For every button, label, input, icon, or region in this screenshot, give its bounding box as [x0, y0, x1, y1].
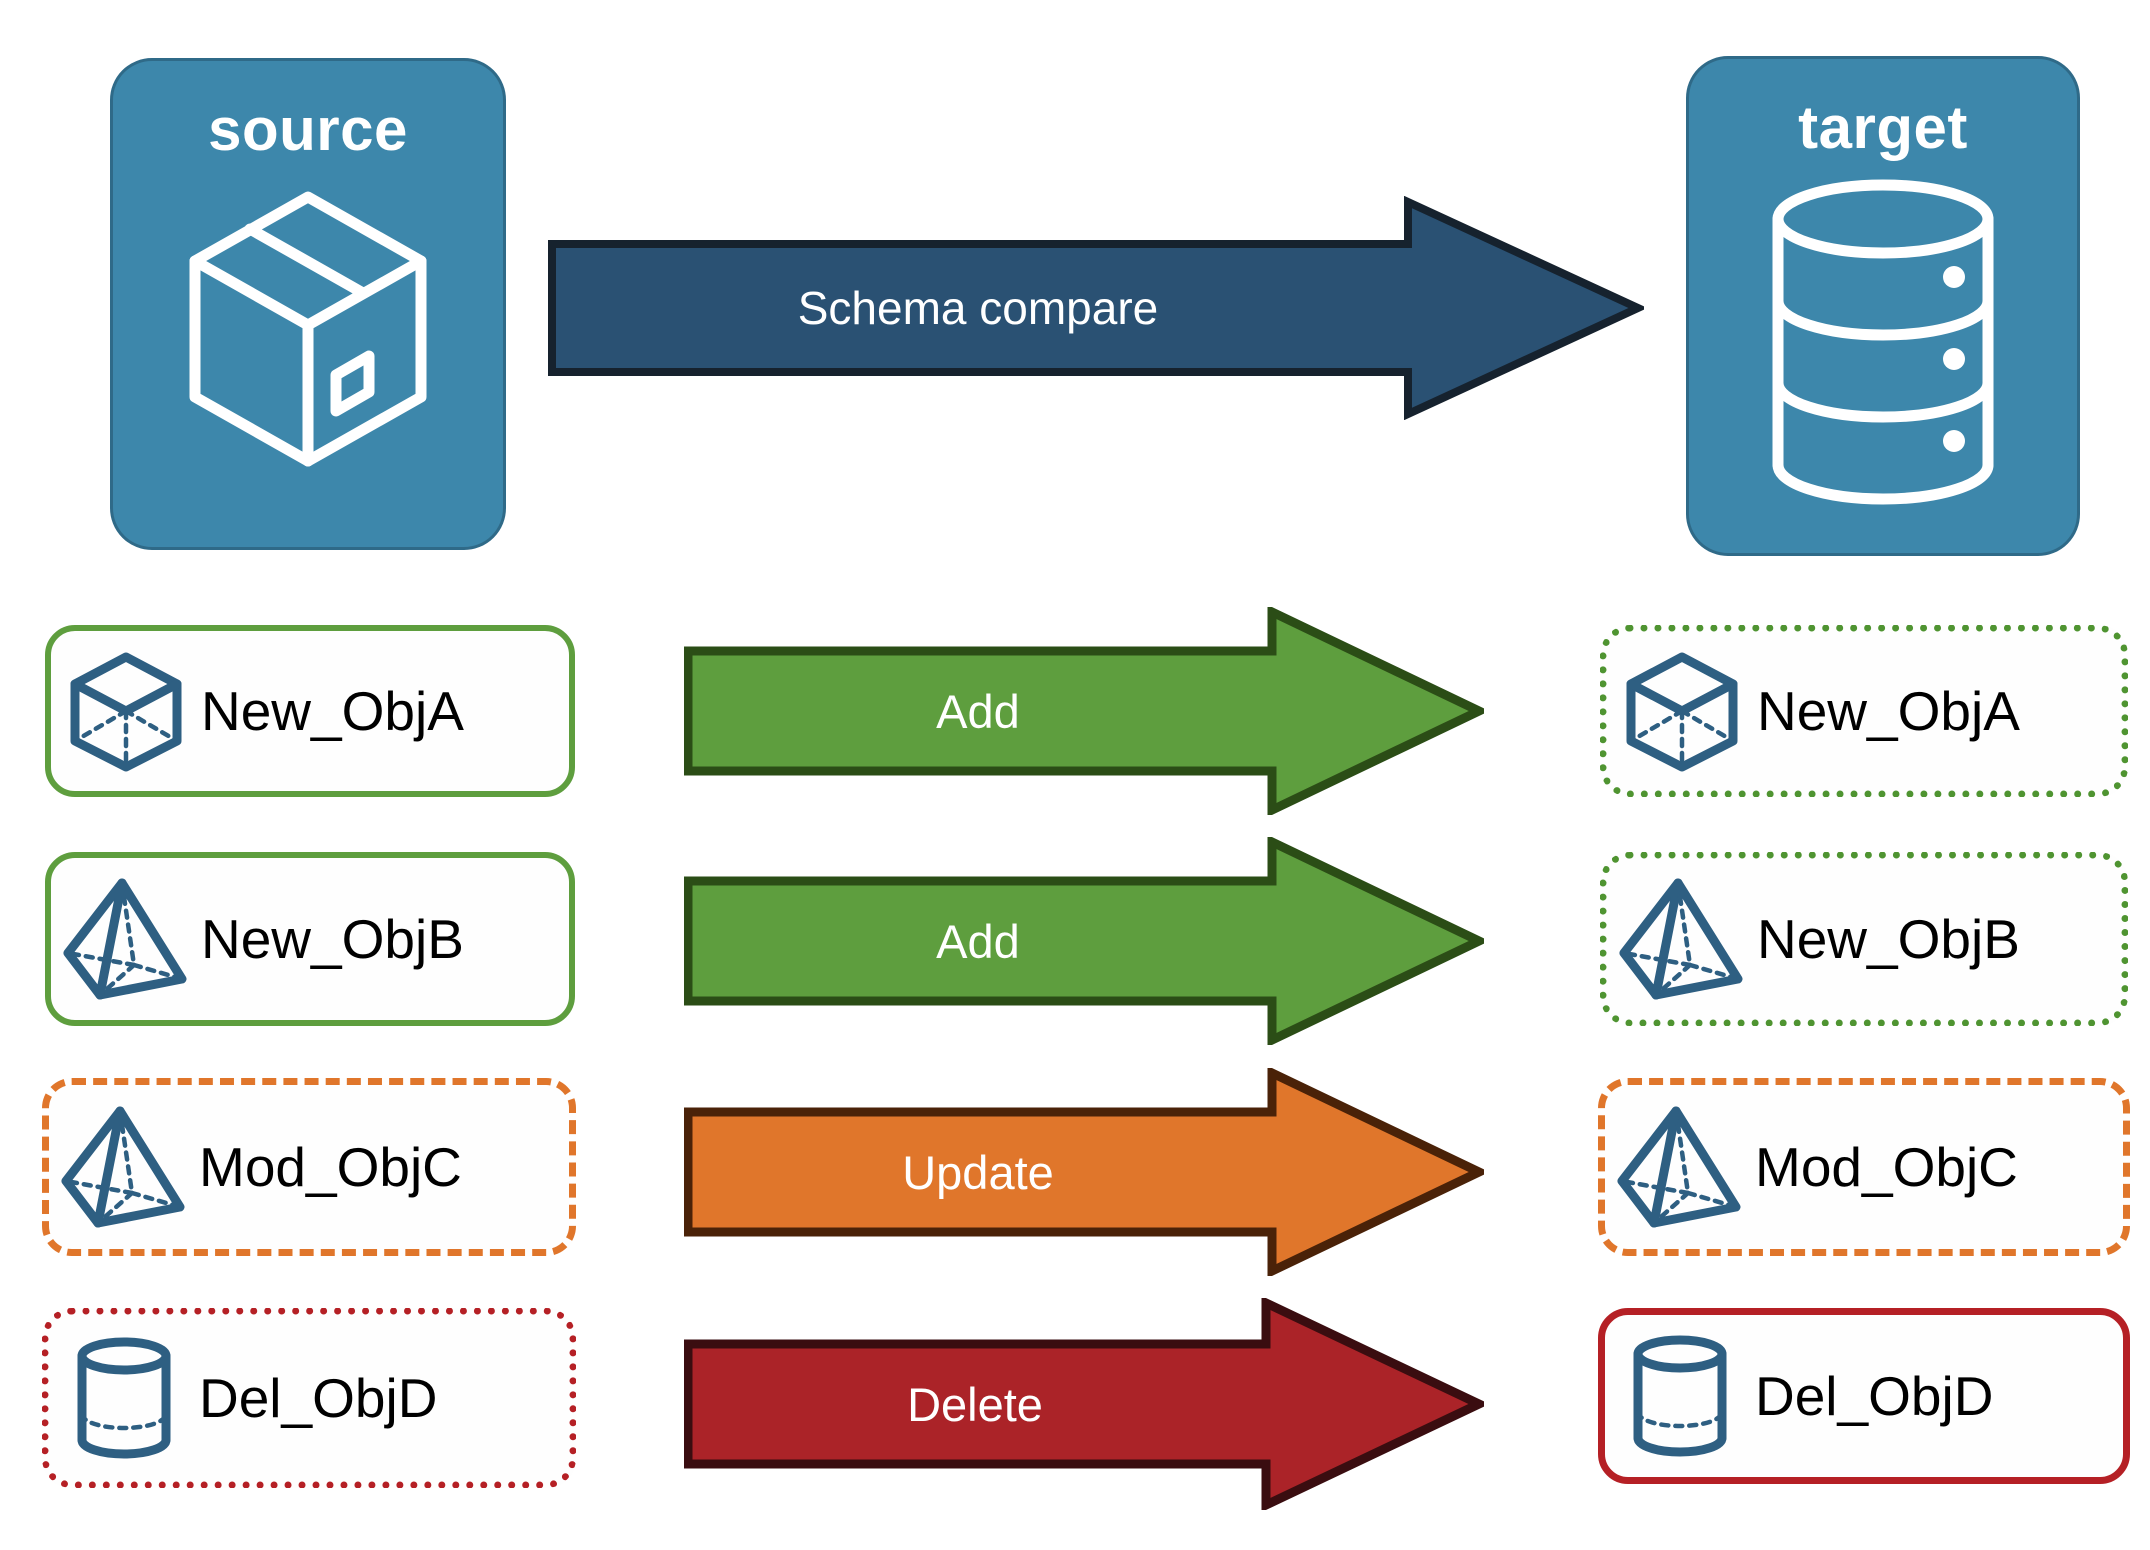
target-object-label: New_ObjB — [1757, 908, 2020, 970]
database-cylinder-icon — [1689, 177, 2077, 507]
target-object-box[interactable]: New_ObjB — [1600, 852, 2128, 1026]
source-title: source — [208, 96, 408, 163]
wireframe-pyramid-icon — [51, 877, 201, 1001]
source-object-label: New_ObjB — [201, 908, 464, 970]
update-arrow: Update — [683, 1065, 1490, 1279]
source-object-label: Del_ObjD — [199, 1367, 438, 1429]
target-object-box[interactable]: Mod_ObjC — [1598, 1078, 2130, 1256]
wireframe-cube-icon — [51, 649, 201, 773]
source-object-box[interactable]: Del_ObjD — [42, 1308, 576, 1488]
target-object-box[interactable]: Del_ObjD — [1598, 1308, 2130, 1484]
add-arrow: Add — [683, 604, 1490, 818]
source-object-box[interactable]: New_ObjB — [45, 852, 575, 1026]
add-arrow: Add — [683, 834, 1490, 1048]
wireframe-cylinder-icon — [49, 1336, 199, 1460]
source-object-label: New_ObjA — [201, 680, 464, 742]
wireframe-cube-icon — [1607, 649, 1757, 773]
target-object-label: Del_ObjD — [1755, 1365, 1994, 1427]
wireframe-pyramid-icon — [1605, 1105, 1755, 1229]
wireframe-pyramid-icon — [1607, 877, 1757, 1001]
source-object-box[interactable]: New_ObjA — [45, 625, 575, 797]
wireframe-pyramid-icon — [49, 1105, 199, 1229]
target-object-box[interactable]: New_ObjA — [1600, 625, 2128, 797]
delete-arrow: Delete — [683, 1295, 1490, 1513]
target-object-label: New_ObjA — [1757, 680, 2020, 742]
wireframe-cylinder-icon — [1605, 1334, 1755, 1458]
target-object-label: Mod_ObjC — [1755, 1136, 2018, 1198]
source-object-box[interactable]: Mod_ObjC — [42, 1078, 576, 1256]
target-title: target — [1798, 94, 1968, 161]
schema-compare-arrow: Schema compare — [548, 195, 1648, 421]
source-object-label: Mod_ObjC — [199, 1136, 462, 1198]
target-panel: target — [1686, 56, 2080, 556]
source-panel: source — [110, 58, 506, 550]
package-box-icon — [113, 179, 503, 479]
